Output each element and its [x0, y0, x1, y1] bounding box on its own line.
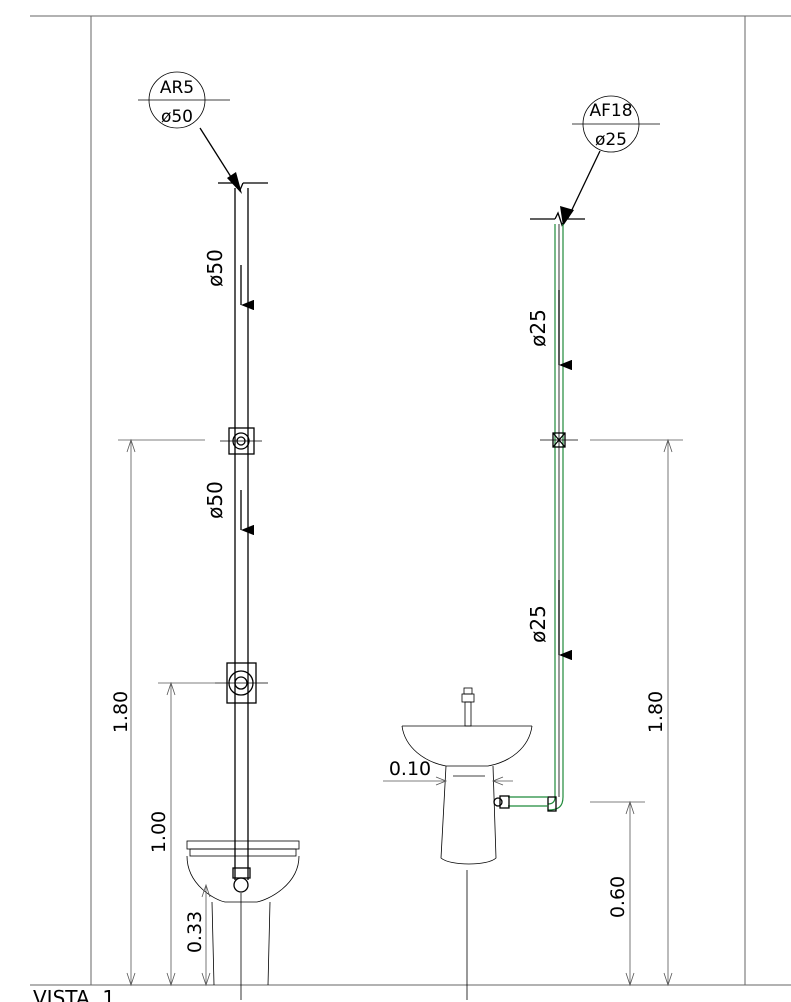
drain-dimensions: [118, 438, 215, 987]
drain-tag: AR5 ø50: [138, 71, 242, 194]
drain-upper-label: ø50: [203, 249, 227, 287]
drain-total-dimension: 1.80: [110, 691, 132, 733]
drain-tag-code: AR5: [160, 78, 194, 98]
water-tag-diameter: ø25: [595, 130, 627, 150]
water-lower-label: ø25: [526, 605, 550, 643]
drain-pipe: [215, 176, 268, 1000]
water-upper-label: ø25: [526, 309, 550, 347]
drain-tag-diameter: ø50: [161, 107, 193, 127]
drain-outlet: [232, 867, 251, 893]
drain-upper-fitting: [220, 427, 262, 455]
drain-lower-fitting: [215, 662, 268, 704]
basin-supply-dimension: 0.60: [607, 876, 629, 918]
water-pipe: [493, 211, 585, 812]
toilet-outlet-dimension: 0.33: [184, 911, 206, 953]
toilet: [186, 840, 300, 986]
water-tag: AF18 ø25: [560, 95, 660, 226]
water-valve: [540, 432, 578, 448]
wall-frame: [30, 15, 791, 986]
water-tag-code: AF18: [589, 101, 632, 121]
basin-offset-dimension: 0.10: [389, 758, 431, 780]
water-dimensions: [383, 438, 683, 987]
view-title: VISTA 1: [33, 986, 115, 1002]
drain-lower-label: ø50: [203, 481, 227, 519]
water-total-dimension: 1.80: [645, 691, 667, 733]
wash-basin: [401, 687, 533, 1000]
drain-fitting-dimension: 1.00: [148, 811, 170, 853]
